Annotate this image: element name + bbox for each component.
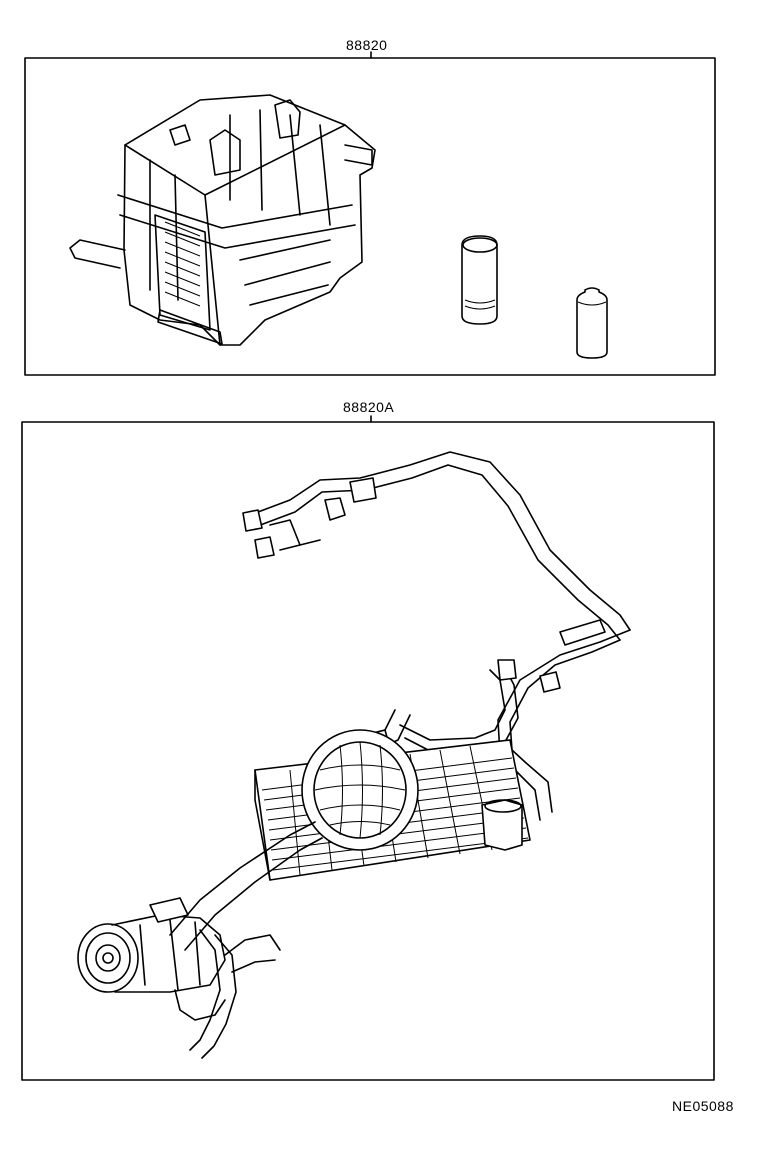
kit-label-88820: 88820 — [346, 37, 388, 53]
top-kit-frame — [24, 51, 716, 376]
compressor-icon — [77, 897, 226, 1021]
evaporator-unit-icon — [69, 94, 376, 346]
ac-piping-kit-icon — [242, 451, 631, 821]
receiver-drier-icon — [461, 235, 498, 325]
bottom-kit-frame — [21, 415, 715, 1081]
suction-hose-icon — [169, 821, 323, 1059]
cooling-fan-icon — [301, 729, 419, 851]
refrigerant-bottle-icon — [576, 287, 608, 359]
figure-code: NE05088 — [672, 1098, 734, 1114]
kit-label-88820a: 88820A — [343, 399, 395, 415]
